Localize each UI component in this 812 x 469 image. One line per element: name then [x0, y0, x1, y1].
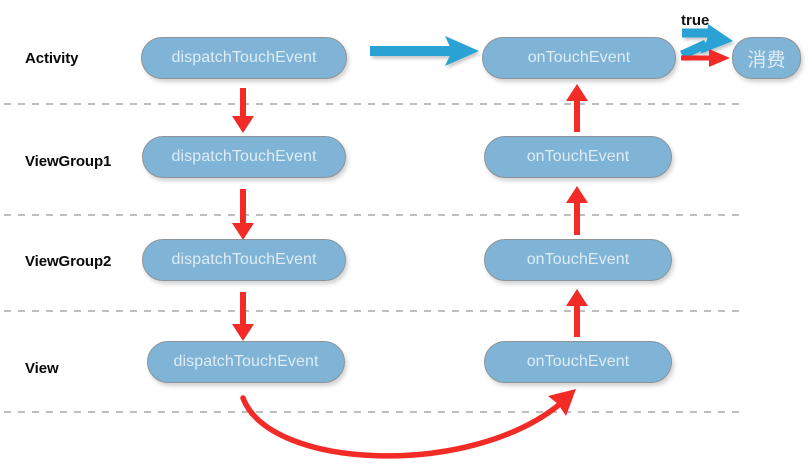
- row-dividers: [4, 103, 744, 413]
- node-dispatch-viewgroup1[interactable]: dispatchTouchEvent: [142, 136, 346, 178]
- node-dispatch-view[interactable]: dispatchTouchEvent: [147, 341, 345, 383]
- node-label: 消费: [747, 49, 786, 71]
- node-ontouch-activity[interactable]: onTouchEvent: [482, 37, 676, 79]
- row-label-viewgroup2: ViewGroup2: [25, 253, 112, 270]
- row-label-viewgroup1: ViewGroup1: [25, 153, 112, 170]
- node-dispatch-viewgroup2[interactable]: dispatchTouchEvent: [142, 239, 346, 281]
- node-ontouch-view[interactable]: onTouchEvent: [484, 341, 672, 383]
- node-ontouch-viewgroup1[interactable]: onTouchEvent: [484, 136, 672, 178]
- node-label: onTouchEvent: [526, 251, 630, 268]
- node-label: dispatchTouchEvent: [173, 353, 319, 370]
- node-label: onTouchEvent: [526, 353, 630, 370]
- row-label-view: View: [25, 360, 59, 377]
- arrow-activity-dispatch-to-ontouch: [370, 36, 479, 66]
- arrow-activity-down-to-viewgroup1: [232, 88, 254, 133]
- arrow-view-dispatch-to-ontouch-curve: [240, 389, 576, 459]
- node-label: dispatchTouchEvent: [171, 148, 317, 165]
- node-ontouch-viewgroup2[interactable]: onTouchEvent: [484, 239, 672, 281]
- arrow-viewgroup2-up-to-viewgroup1: [566, 186, 588, 235]
- arrow-consume-red: [681, 49, 730, 67]
- arrow-viewgroup1-down-to-viewgroup2: [232, 189, 254, 240]
- node-label: onTouchEvent: [527, 49, 631, 66]
- row-label-activity: Activity: [25, 50, 79, 67]
- node-label: dispatchTouchEvent: [171, 251, 317, 268]
- arrow-true-blue: [680, 24, 733, 60]
- arrow-viewgroup2-down-to-view: [232, 292, 254, 341]
- arrow-viewgroup1-up-to-activity: [566, 84, 588, 132]
- node-label: onTouchEvent: [526, 148, 630, 165]
- edge-label-true: true: [681, 12, 710, 29]
- node-label: dispatchTouchEvent: [171, 49, 317, 66]
- node-consume[interactable]: 消费: [732, 37, 801, 79]
- arrow-view-up-to-viewgroup2: [566, 289, 588, 337]
- node-dispatch-activity[interactable]: dispatchTouchEvent: [141, 37, 347, 79]
